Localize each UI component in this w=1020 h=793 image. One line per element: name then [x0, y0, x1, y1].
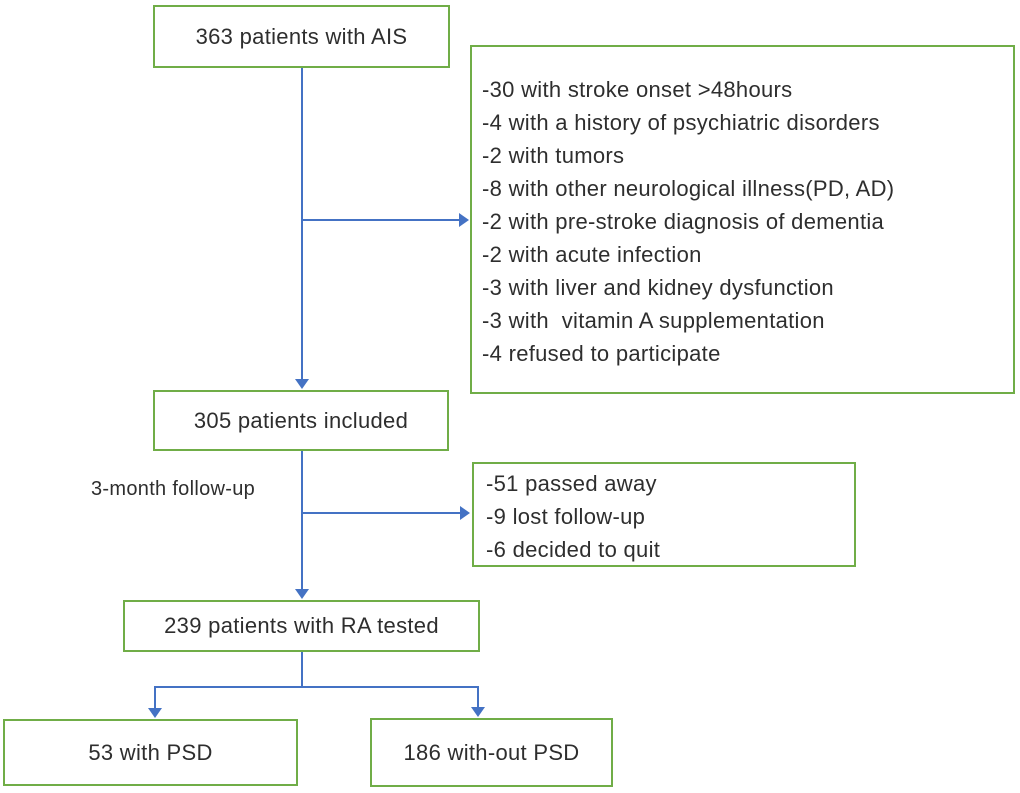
- exclusion-box-follow-up: -51 passed away -9 lost follow-up -6 dec…: [472, 462, 856, 567]
- exclusion-item: -4 with a history of psychiatric disorde…: [482, 110, 880, 135]
- connector-to-psd: [154, 686, 156, 710]
- exclusion-item: -3 with vitamin A supplementation: [482, 308, 825, 333]
- exclusion-item: -9 lost follow-up: [486, 504, 646, 529]
- arrowhead-right-icon: [459, 213, 469, 227]
- arrowhead-down-icon: [148, 708, 162, 718]
- node-ra-tested: 239 patients with RA tested: [123, 600, 480, 652]
- arrowhead-right-icon: [460, 506, 470, 520]
- connector-ra-stub: [301, 652, 303, 688]
- exclusion-item: -2 with tumors: [482, 143, 625, 168]
- node-without-psd: 186 with-out PSD: [370, 718, 613, 787]
- connector-to-exclusion-2: [302, 512, 461, 514]
- arrowhead-down-icon: [295, 589, 309, 599]
- arrowhead-down-icon: [295, 379, 309, 389]
- connector-ais-to-included: [301, 68, 303, 382]
- node-ra-tested-label: 239 patients with RA tested: [164, 613, 439, 638]
- node-patients-included: 305 patients included: [153, 390, 449, 451]
- exclusion-item: -2 with pre-stroke diagnosis of dementia: [482, 209, 885, 234]
- node-with-psd-label: 53 with PSD: [88, 739, 213, 765]
- follow-up-label: 3-month follow-up: [91, 478, 256, 500]
- node-patients-ais: 363 patients with AIS: [153, 5, 450, 68]
- node-with-psd: 53 with PSD: [3, 719, 298, 786]
- exclusion-item: -51 passed away: [486, 471, 657, 496]
- exclusion-box-baseline: -30 with stroke onset >48hours -4 with a…: [470, 45, 1015, 394]
- connector-to-without-psd: [477, 686, 479, 709]
- exclusion-item: -30 with stroke onset >48hours: [482, 77, 793, 102]
- connector-to-exclusion-1: [302, 219, 460, 221]
- node-patients-included-label: 305 patients included: [193, 407, 409, 433]
- arrowhead-down-icon: [471, 707, 485, 717]
- connector-included-to-ra: [301, 451, 303, 592]
- exclusion-item: -4 refused to participate: [482, 341, 721, 366]
- exclusion-item: -8 with other neurological illness(PD, A…: [482, 176, 895, 201]
- exclusion-item: -3 with liver and kidney dysfunction: [482, 275, 834, 300]
- exclusion-item: -2 with acute infection: [482, 242, 702, 267]
- node-without-psd-label: 186 with-out PSD: [403, 739, 580, 765]
- connector-branch-horizontal: [154, 686, 479, 688]
- exclusion-item: -6 decided to quit: [486, 537, 661, 562]
- node-patients-ais-label: 363 patients with AIS: [195, 23, 408, 49]
